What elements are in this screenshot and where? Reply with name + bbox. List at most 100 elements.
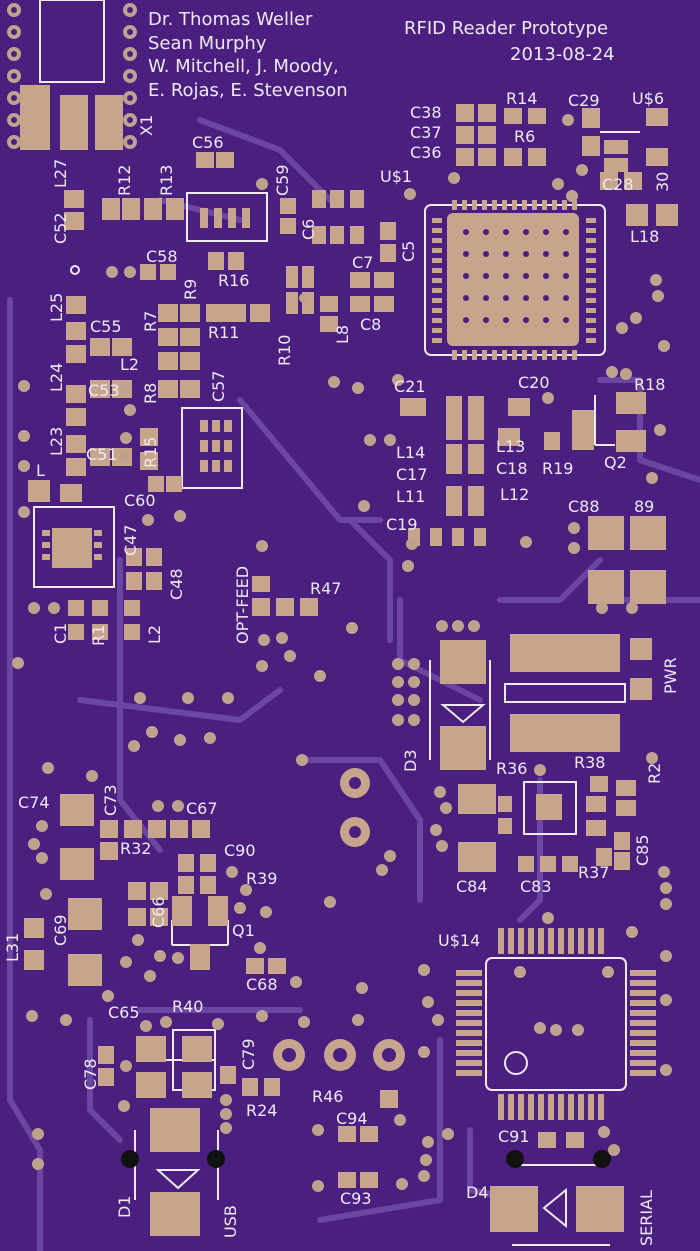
credits-line-2: Sean Murphy	[148, 33, 267, 54]
silk-label: D4	[466, 1183, 489, 1202]
header-pins	[7, 3, 137, 149]
silk-label: C84	[456, 877, 488, 896]
silkscreen-text: Dr. Thomas Weller Sean Murphy W. Mitchel…	[3, 9, 680, 1246]
silk-label: U$6	[632, 89, 664, 108]
silk-label: PWR	[661, 657, 680, 694]
silk-label: C91	[498, 1127, 530, 1146]
silk-label: C85	[633, 834, 652, 866]
silk-label: R39	[246, 869, 277, 888]
silk-label: C37	[410, 123, 442, 142]
credits-line-3: W. Mitchell, J. Moody,	[148, 56, 339, 77]
silk-label: R18	[634, 375, 665, 394]
silk-label: C60	[124, 491, 156, 510]
silk-label: X1	[137, 115, 156, 136]
silk-label: OPT-FEED	[233, 566, 252, 644]
silk-label: C28	[602, 175, 634, 194]
silk-label: R37	[578, 863, 609, 882]
silk-label: L31	[3, 933, 22, 962]
traces	[7, 117, 700, 1251]
silk-label: 30	[653, 172, 672, 192]
silk-label: L11	[396, 487, 425, 506]
silk-label: C88	[568, 497, 600, 516]
silk-label: C65	[108, 1003, 140, 1022]
silk-label: R32	[120, 839, 151, 858]
silk-label: R14	[506, 89, 537, 108]
silk-label: C66	[149, 896, 168, 928]
silk-label: C38	[410, 103, 442, 122]
silk-label: C19	[386, 515, 418, 534]
silk-label: C78	[81, 1058, 100, 1090]
silk-label: R2	[645, 763, 664, 784]
silk-label: SERIAL	[637, 1190, 656, 1246]
silk-label: C94	[336, 1109, 368, 1128]
silk-label: C56	[192, 133, 224, 152]
silk-label: U$14	[438, 931, 480, 950]
through-holes	[121, 768, 611, 1168]
silk-label: C55	[90, 317, 122, 336]
project-date: 2013-08-24	[510, 44, 615, 65]
silk-label: D1	[115, 1196, 134, 1219]
silk-label: L2	[120, 355, 139, 374]
silk-label: C58	[146, 247, 178, 266]
project-title: RFID Reader Prototype	[404, 18, 608, 39]
silk-label: C6	[299, 219, 318, 240]
main-ic-pins	[432, 200, 596, 360]
silk-label: C69	[51, 914, 70, 946]
silk-label: C7	[352, 253, 373, 272]
silk-label: R11	[208, 323, 239, 342]
silk-label: Q2	[604, 453, 627, 472]
silk-label: C53	[88, 381, 120, 400]
credits-line-4: E. Rojas, E. Stevenson	[148, 80, 348, 101]
silk-label: C17	[396, 465, 428, 484]
silk-label: L27	[51, 159, 70, 188]
silk-label: C68	[246, 975, 278, 994]
silk-label: C21	[394, 377, 426, 396]
silk-label: C79	[239, 1038, 258, 1070]
silk-label: C67	[186, 799, 218, 818]
silk-label: L8	[333, 325, 352, 344]
silk-label: R40	[172, 997, 203, 1016]
silk-label: L24	[47, 363, 66, 392]
silk-label: C73	[101, 784, 120, 816]
silk-label: C20	[518, 373, 550, 392]
silk-label: L	[36, 461, 45, 480]
silk-label: C83	[520, 877, 552, 896]
silk-label: R7	[141, 311, 160, 332]
silk-label: R8	[141, 383, 160, 404]
pads	[20, 85, 678, 1236]
silk-label: L25	[47, 293, 66, 322]
silk-label: R36	[496, 759, 527, 778]
silk-label: L18	[630, 227, 659, 246]
silk-label: D3	[401, 750, 420, 773]
silk-label: C29	[568, 91, 600, 110]
silk-label: C1	[51, 623, 70, 644]
silk-label: L2	[145, 625, 164, 644]
silk-label: R38	[574, 753, 605, 772]
silk-label: R19	[542, 459, 573, 478]
silk-label: R16	[218, 271, 249, 290]
silk-label: R6	[514, 127, 535, 146]
silk-label: R47	[310, 579, 341, 598]
silk-label: C51	[86, 445, 118, 464]
silk-label: C52	[51, 212, 70, 244]
silk-label: C18	[496, 459, 528, 478]
silk-label: L12	[500, 485, 529, 504]
silk-label: C47	[121, 524, 140, 556]
silk-label: R1	[89, 625, 108, 646]
silk-label: 89	[634, 497, 654, 516]
silk-label: R46	[312, 1087, 343, 1106]
silk-label: C48	[167, 568, 186, 600]
silk-label: L14	[396, 443, 425, 462]
silk-label: C36	[410, 143, 442, 162]
qfp-pins	[456, 928, 656, 1120]
silk-label: R9	[181, 279, 200, 300]
silk-label: R12	[115, 165, 134, 196]
silk-label: C90	[224, 841, 256, 860]
silk-label: L13	[496, 437, 525, 456]
thermal-vias	[463, 229, 569, 323]
silk-label: R13	[157, 165, 176, 196]
vias	[12, 114, 672, 1192]
silk-label: C5	[399, 241, 418, 262]
